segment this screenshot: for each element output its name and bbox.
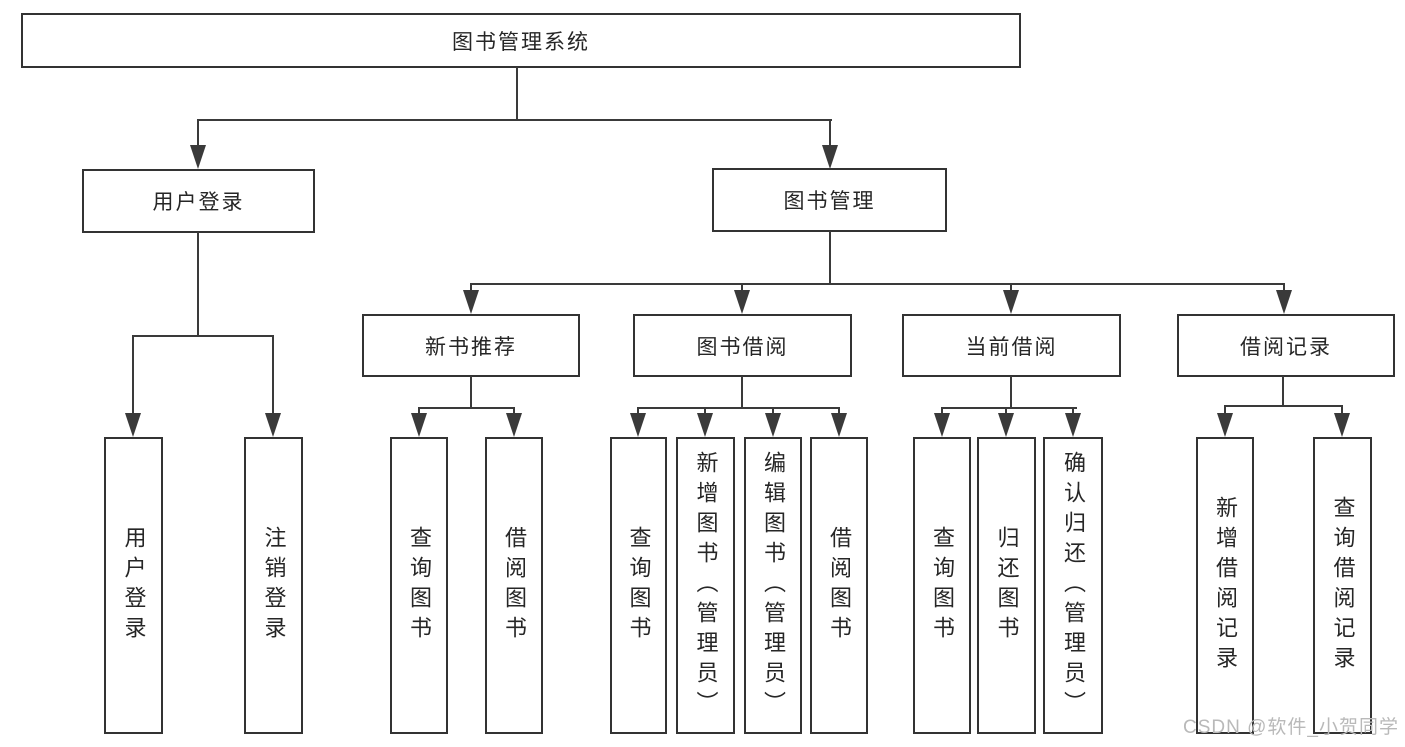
- connector-line: [197, 119, 832, 121]
- connector-line: [272, 335, 274, 415]
- leaf-user-login-label: 用户登录: [121, 525, 147, 646]
- node-borrowing-records-label: 借阅记录: [1240, 335, 1332, 359]
- connector-line: [1341, 405, 1343, 416]
- leaf-add-book-admin: 新增图书（管理员）: [676, 437, 735, 734]
- leaf-add-book-admin-label: 新增图书（管理员）: [693, 450, 719, 721]
- leaf-query-book-borrowing: 查询图书: [610, 437, 667, 734]
- node-current-borrowing: 当前借阅: [902, 314, 1121, 377]
- leaf-user-login: 用户登录: [104, 437, 163, 734]
- node-new-book-recommend: 新书推荐: [362, 314, 580, 377]
- arrow-down-icon: [411, 413, 427, 437]
- connector-line: [1010, 283, 1012, 293]
- leaf-return-book-label: 归还图书: [994, 525, 1020, 646]
- node-book-management-label: 图书管理: [783, 190, 876, 213]
- arrow-down-icon: [998, 413, 1014, 437]
- connector-line: [741, 376, 743, 409]
- node-new-book-recommend-label: 新书推荐: [425, 335, 517, 359]
- connector-line: [516, 67, 518, 120]
- node-borrowing-records: 借阅记录: [1177, 314, 1395, 377]
- connector-line: [197, 119, 199, 147]
- leaf-query-book-borrowing-label: 查询图书: [626, 525, 652, 646]
- leaf-confirm-return-admin-label: 确认归还（管理员）: [1061, 450, 1086, 721]
- connector-line: [838, 407, 840, 416]
- arrow-down-icon: [765, 413, 781, 437]
- arrow-down-icon: [1003, 290, 1019, 314]
- leaf-query-book-current: 查询图书: [913, 437, 971, 734]
- arrow-down-icon: [934, 413, 950, 437]
- arrow-down-icon: [1334, 413, 1350, 437]
- node-root-label: 图书管理系统: [452, 30, 590, 54]
- connector-line: [470, 376, 472, 409]
- leaf-query-borrow-record-label: 查询借阅记录: [1330, 495, 1356, 676]
- csdn-watermark: CSDN @软件_小贺同学: [1183, 717, 1399, 738]
- node-book-borrowing: 图书借阅: [633, 314, 852, 377]
- connector-line: [197, 232, 199, 337]
- connector-line: [637, 407, 840, 409]
- leaf-add-borrow-record: 新增借阅记录: [1196, 437, 1254, 734]
- connector-line: [1282, 376, 1284, 407]
- connector-line: [132, 335, 274, 337]
- connector-line: [132, 335, 134, 415]
- leaf-confirm-return-admin: 确认归还（管理员）: [1043, 437, 1103, 734]
- connector-line: [772, 407, 774, 416]
- connector-line: [829, 119, 831, 147]
- leaf-edit-book-admin: 编辑图书（管理员）: [744, 437, 802, 734]
- leaf-borrow-book-recommend: 借阅图书: [485, 437, 543, 734]
- connector-line: [941, 407, 943, 416]
- connector-line: [1224, 405, 1226, 416]
- node-book-management: 图书管理: [712, 168, 947, 232]
- arrow-down-icon: [630, 413, 646, 437]
- connector-line: [1010, 376, 1012, 409]
- node-root-library-system: 图书管理系统: [21, 13, 1021, 68]
- arrow-down-icon: [1065, 413, 1081, 437]
- connector-line: [637, 407, 639, 416]
- leaf-query-book-current-label: 查询图书: [930, 525, 955, 646]
- connector-line: [470, 283, 472, 293]
- connector-line: [1283, 283, 1285, 293]
- node-book-borrowing-label: 图书借阅: [696, 335, 789, 359]
- leaf-query-book-recommend-label: 查询图书: [407, 525, 432, 646]
- leaf-logout: 注销登录: [244, 437, 303, 734]
- node-user-login-label: 用户登录: [152, 191, 245, 214]
- arrow-down-icon: [506, 413, 522, 437]
- arrow-down-icon: [697, 413, 713, 437]
- connector-line: [418, 407, 420, 416]
- connector-line: [829, 231, 831, 285]
- connector-line: [1224, 405, 1343, 407]
- leaf-borrow-book: 借阅图书: [810, 437, 868, 734]
- arrow-down-icon: [822, 145, 838, 169]
- connector-line: [418, 407, 515, 409]
- connector-line: [704, 407, 706, 416]
- leaf-query-book-recommend: 查询图书: [390, 437, 448, 734]
- arrow-down-icon: [463, 290, 479, 314]
- leaf-add-borrow-record-label: 新增借阅记录: [1213, 495, 1238, 676]
- arrow-down-icon: [1276, 290, 1292, 314]
- leaf-logout-label: 注销登录: [261, 525, 287, 646]
- connector-line: [470, 283, 1285, 285]
- node-current-borrowing-label: 当前借阅: [965, 335, 1058, 359]
- arrow-down-icon: [831, 413, 847, 437]
- arrow-down-icon: [190, 145, 206, 169]
- arrow-down-icon: [265, 413, 281, 437]
- node-user-login: 用户登录: [82, 169, 315, 233]
- leaf-return-book: 归还图书: [977, 437, 1036, 734]
- leaf-query-borrow-record: 查询借阅记录: [1313, 437, 1372, 734]
- arrow-down-icon: [125, 413, 141, 437]
- connector-line: [1072, 407, 1074, 416]
- leaf-edit-book-admin-label: 编辑图书（管理员）: [761, 450, 786, 721]
- connector-line: [941, 407, 1077, 409]
- connector-line: [741, 283, 743, 293]
- connector-line: [1005, 407, 1007, 416]
- leaf-borrow-book-recommend-label: 借阅图书: [502, 525, 527, 646]
- arrow-down-icon: [1217, 413, 1233, 437]
- arrow-down-icon: [734, 290, 750, 314]
- connector-line: [513, 407, 515, 416]
- leaf-borrow-book-label: 借阅图书: [827, 525, 852, 646]
